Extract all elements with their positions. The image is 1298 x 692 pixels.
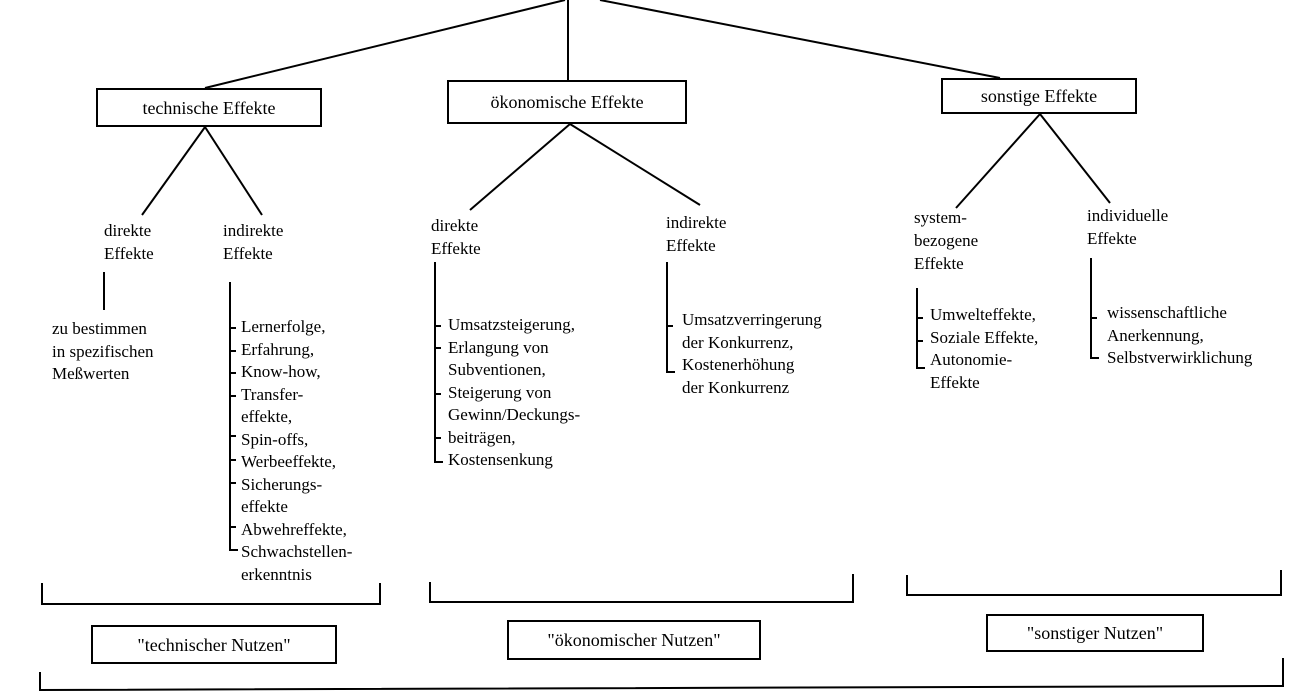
connector-econ-direct: [469, 123, 571, 211]
list-item: Erfahrung,: [241, 339, 315, 359]
list-item: Subventionen,: [448, 360, 546, 379]
connector-tech-direct: [141, 126, 206, 216]
overall-brace: [39, 658, 1284, 692]
category-box-economic: ökonomische Effekte: [447, 80, 687, 124]
other-individual-list: wissenschaftliche Anerkennung, Selbstver…: [1107, 302, 1252, 370]
list-item: Anerkennung,: [1107, 325, 1204, 345]
category-box-other: sonstige Effekte: [941, 78, 1137, 114]
econ-indirect-bracket: [666, 262, 675, 373]
list-item: Abwehreffekte,: [241, 519, 347, 539]
tech-section-brace: [41, 583, 381, 605]
benefit-box-economic: "ökonomischer Nutzen": [507, 620, 761, 660]
econ-direct-bracket: [434, 262, 443, 463]
connector-top-left: [204, 0, 566, 89]
benefit-box-other: "sonstiger Nutzen": [986, 614, 1204, 652]
list-item: Selbstverwirklichung: [1107, 348, 1253, 367]
econ-indirect-heading: indirekte Effekte: [666, 213, 727, 255]
other-system-ticks: [917, 317, 923, 342]
list-item: zu bestimmen: [52, 319, 147, 338]
econ-section-brace: [429, 574, 854, 603]
econ-indirect-list: Umsatzverringerung der Konkurrenz, Koste…: [682, 309, 822, 399]
list-item: Steigerung von: [448, 382, 552, 402]
benefit-box-technical: "technischer Nutzen": [91, 625, 337, 664]
tech-direct-heading: direkte Effekte: [104, 221, 154, 263]
list-item: in spezifischen: [52, 341, 154, 361]
tech-indirect-bracket: [229, 282, 238, 551]
list-item: wissenschaftliche: [1107, 303, 1227, 322]
list-item: Umsatzverringerung: [682, 310, 822, 329]
list-item: der Konkurrenz: [682, 377, 790, 397]
econ-direct-ticks: [435, 325, 441, 439]
list-item: Transfer-: [241, 384, 304, 404]
econ-direct-heading: direkte Effekte: [431, 216, 481, 258]
list-item: Sicherungs-: [241, 474, 323, 494]
list-item: Gewinn/Deckungs-: [448, 405, 581, 424]
tech-indirect-heading: indirekte Effekte: [223, 221, 284, 263]
other-individual-bracket: [1090, 258, 1099, 359]
list-item: Autonomie-: [930, 350, 1013, 369]
list-item: Effekte: [930, 372, 980, 392]
connector-other-system: [955, 113, 1041, 209]
list-item: Soziale Effekte,: [930, 327, 1039, 347]
category-box-technical: technische Effekte: [96, 88, 322, 127]
list-item: Kostensenkung: [448, 450, 553, 469]
list-item: Umwelteffekte,: [930, 305, 1036, 324]
econ-direct-list: Umsatzsteigerung, Erlangung von Subventi…: [448, 314, 580, 472]
tech-indirect-ticks: [230, 327, 236, 528]
list-item: Meßwerten: [52, 364, 130, 383]
list-item: Erlangung von: [448, 337, 549, 357]
list-item: der Konkurrenz,: [682, 332, 794, 352]
other-system-list: Umwelteffekte, Soziale Effekte, Autonomi…: [930, 304, 1038, 394]
list-item: Kostenerhöhung: [682, 355, 795, 374]
list-item: erkenntnis: [241, 564, 312, 584]
connector-other-individual: [1039, 113, 1111, 204]
list-item: Spin-offs,: [241, 429, 309, 449]
other-system-bracket: [916, 288, 925, 369]
connector-econ-indirect: [569, 123, 701, 206]
tech-direct-list: zu bestimmen in spezifischen Meßwerten: [52, 318, 154, 386]
list-item: beiträgen,: [448, 427, 516, 447]
other-section-brace: [906, 570, 1282, 596]
list-item: Schwachstellen-: [241, 542, 353, 561]
list-item: Lernerfolge,: [241, 317, 326, 336]
list-item: Know-how,: [241, 362, 321, 381]
list-item: effekte,: [241, 407, 293, 426]
list-item: effekte: [241, 497, 288, 516]
other-individual-heading: individuelle Effekte: [1087, 206, 1169, 248]
list-item: Werbeeffekte,: [241, 452, 337, 471]
tech-indirect-list: Lernerfolge, Erfahrung, Know-how, Transf…: [241, 316, 352, 586]
list-item: Umsatzsteigerung,: [448, 315, 575, 334]
other-system-heading: system- bezogene Effekte: [914, 208, 979, 273]
connector-tech-indirect: [204, 126, 263, 216]
connector-top-right: [599, 0, 1001, 79]
